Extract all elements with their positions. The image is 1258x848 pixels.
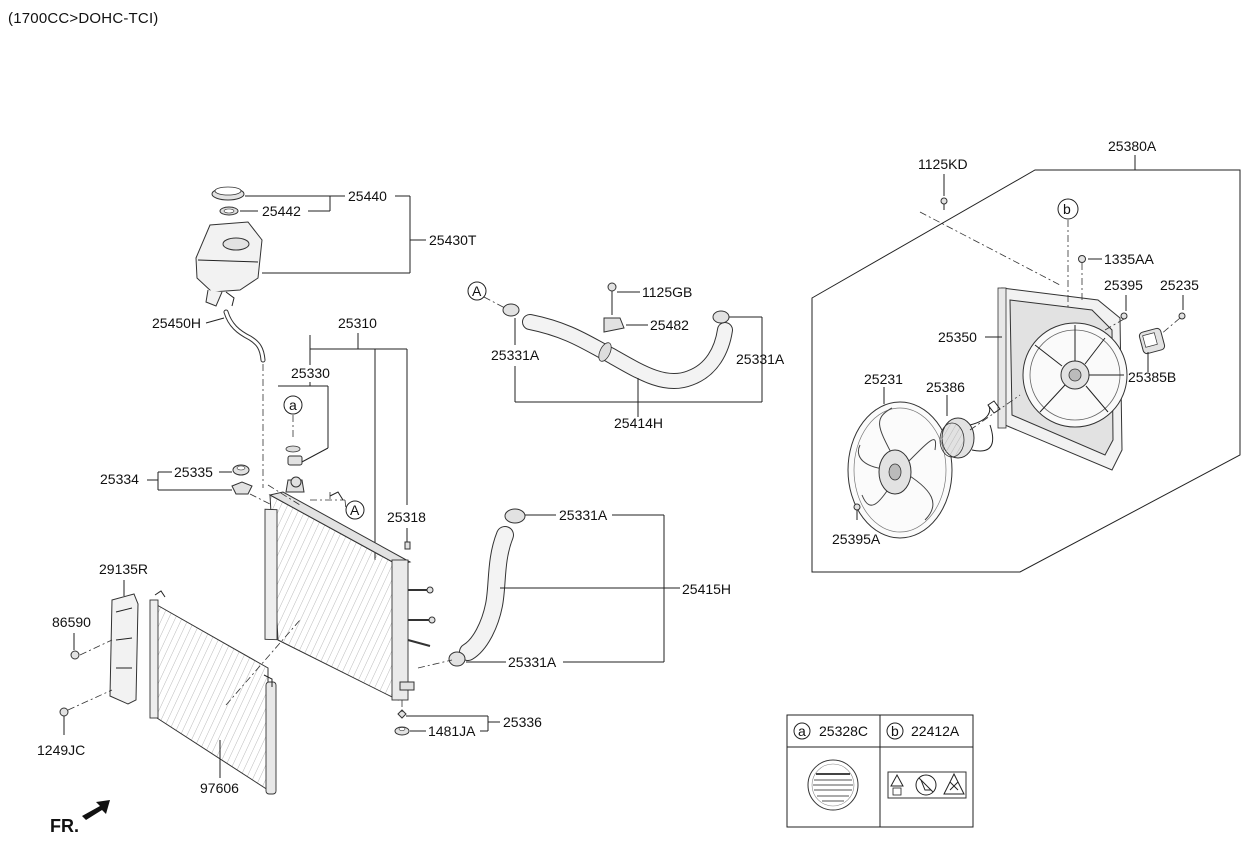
label-25415H: 25415H xyxy=(682,581,731,597)
fan-assembly-boundary xyxy=(811,169,1241,573)
label-25350: 25350 xyxy=(938,329,977,345)
legend-b-marker xyxy=(886,722,904,740)
front-arrow-icon xyxy=(82,800,110,820)
radiator-cap-seal xyxy=(285,445,303,466)
upper-hose-group: A 25331A 25414H 1125GB 25482 xyxy=(467,281,785,431)
reservoir-cap-25440 xyxy=(211,186,245,201)
hose-clamp-lower-top xyxy=(504,508,526,524)
condenser-97606 xyxy=(149,590,277,795)
bracket-25482 xyxy=(603,317,625,333)
label-1335AA: 1335AA xyxy=(1104,251,1154,267)
radiator-group: 25310 25318 25330 a xyxy=(100,315,542,739)
diagram-header: (1700CC>DOHC-TCI) xyxy=(8,10,159,27)
drain-plug-25336 xyxy=(394,709,410,736)
screw-25235 xyxy=(1178,312,1186,320)
reservoir-group: 25442 25440 25430T 25450H xyxy=(152,186,477,488)
bolt-1249JC xyxy=(59,707,69,735)
ref-A-hose: A xyxy=(472,283,482,299)
label-25231: 25231 xyxy=(864,371,903,387)
label-25331A-3: 25331A xyxy=(559,507,608,523)
label-1125KD: 1125KD xyxy=(918,156,968,172)
legend-a-letter: a xyxy=(798,723,806,739)
reservoir-tank-25430T xyxy=(195,221,263,307)
callout-a-letter: a xyxy=(289,397,297,413)
label-25442: 25442 xyxy=(262,203,301,219)
label-25334: 25334 xyxy=(100,471,139,487)
label-25440: 25440 xyxy=(348,188,387,204)
label-25450H: 25450H xyxy=(152,315,201,331)
fan-shroud-25350 xyxy=(997,287,1128,471)
resistor-25385B xyxy=(1138,327,1166,355)
fan-motor-25386 xyxy=(939,400,1001,459)
label-25318: 25318 xyxy=(387,509,426,525)
lower-hose-25415H xyxy=(459,526,514,661)
legend-b-part: 22412A xyxy=(911,723,960,739)
plug-25318 xyxy=(404,541,411,550)
label-25331A-2: 25331A xyxy=(736,351,785,367)
label-25482: 25482 xyxy=(650,317,689,333)
radiator-25310 xyxy=(264,476,436,701)
hose-clamp-left xyxy=(502,303,520,317)
air-guard-29135R xyxy=(109,593,139,705)
condenser-group: 29135R 86590 1249JC 97606 xyxy=(37,561,277,796)
bolt-1335AA xyxy=(1078,255,1086,300)
label-1249JC: 1249JC xyxy=(37,742,85,758)
legend-table: a 25328C b 22412A xyxy=(786,714,974,828)
clip-86590 xyxy=(70,650,80,660)
hose-clamp-right xyxy=(712,310,730,324)
ref-A-radiator: A xyxy=(350,502,360,518)
label-25395A: 25395A xyxy=(832,531,881,547)
label-25414H: 25414H xyxy=(614,415,663,431)
label-86590: 86590 xyxy=(52,614,91,630)
caution-label-image-25328C xyxy=(807,759,859,811)
label-1125GB: 1125GB xyxy=(642,284,692,300)
lower-hose-group: 25331A 25415H 25331A xyxy=(417,507,731,670)
fan-assembly-group: 25380A 1125KD 25350 b xyxy=(811,138,1241,573)
legend-b-letter: b xyxy=(891,723,899,739)
label-25310: 25310 xyxy=(338,315,377,331)
legend-a-marker xyxy=(793,722,811,740)
label-25430T: 25430T xyxy=(429,232,477,248)
front-direction-indicator: FR. xyxy=(50,800,110,836)
label-fr: FR. xyxy=(50,816,79,836)
callout-A-marker-hose xyxy=(467,281,487,301)
label-25331A-1: 25331A xyxy=(491,347,540,363)
callout-a-marker xyxy=(283,395,303,415)
label-25336: 25336 xyxy=(503,714,542,730)
label-25335: 25335 xyxy=(174,464,213,480)
label-1481JA: 1481JA xyxy=(428,723,476,739)
clip-25395 xyxy=(1120,312,1128,320)
bolt-1125GB xyxy=(607,282,617,315)
bolt-1125KD xyxy=(940,197,948,210)
label-97606: 97606 xyxy=(200,780,239,796)
callout-b-letter: b xyxy=(1063,201,1071,217)
label-25386: 25386 xyxy=(926,379,965,395)
callout-b-marker xyxy=(1057,198,1079,220)
warning-label-image-22412A xyxy=(887,771,967,799)
label-29135R: 29135R xyxy=(99,561,148,577)
label-25331A-4: 25331A xyxy=(508,654,557,670)
label-25395: 25395 xyxy=(1104,277,1143,293)
screw-25395A xyxy=(853,503,861,520)
fan-25231 xyxy=(847,401,953,539)
upper-hose-25414H xyxy=(522,314,733,390)
label-25235: 25235 xyxy=(1160,277,1199,293)
overflow-hose-25450H xyxy=(223,309,266,363)
hose-clamp-lower-bottom xyxy=(448,651,466,667)
cap-seal-25442 xyxy=(219,206,239,216)
label-25330: 25330 xyxy=(291,365,330,381)
label-25385B: 25385B xyxy=(1128,369,1176,385)
bracket-25334 xyxy=(231,481,253,495)
label-25380A: 25380A xyxy=(1108,138,1157,154)
legend-a-part: 25328C xyxy=(819,723,868,739)
grommet-25335 xyxy=(232,464,250,476)
